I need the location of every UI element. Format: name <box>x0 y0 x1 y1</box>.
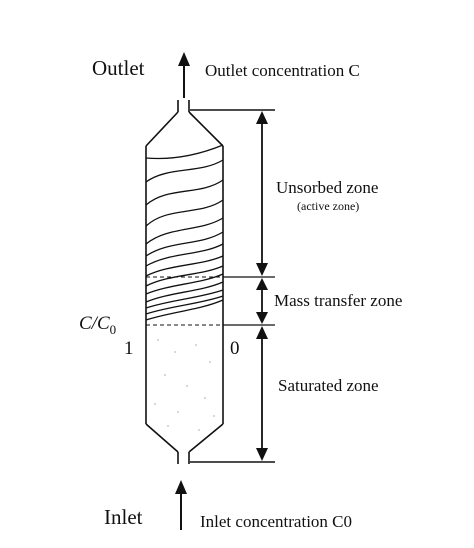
ratio-label-subscript: 0 <box>110 322 117 337</box>
inlet-concentration-label: Inlet concentration C0 <box>200 512 352 531</box>
saturated-region-stipple <box>154 339 215 431</box>
outlet-label: Outlet <box>92 56 145 80</box>
scale-one-label: 1 <box>124 338 134 359</box>
ratio-label: C/C0 <box>79 313 116 337</box>
scale-zero-label: 0 <box>230 338 240 359</box>
inlet-arrow <box>175 480 187 530</box>
outlet-concentration-label: Outlet concentration C <box>205 61 360 80</box>
mass-transfer-zone-label: Mass transfer zone <box>274 291 402 310</box>
column-body <box>145 100 224 464</box>
active-zone-label: (active zone) <box>297 199 359 213</box>
saturated-zone-label: Saturated zone <box>278 376 379 395</box>
inlet-label: Inlet <box>104 505 143 529</box>
concentration-profile-curves <box>145 144 224 321</box>
unsorbed-zone-label: Unsorbed zone <box>276 178 378 197</box>
zone-dimension-arrows <box>190 109 275 463</box>
ratio-label-main: C/C <box>79 313 110 334</box>
outlet-arrow <box>178 52 190 98</box>
zone-boundary-lines <box>146 276 223 326</box>
